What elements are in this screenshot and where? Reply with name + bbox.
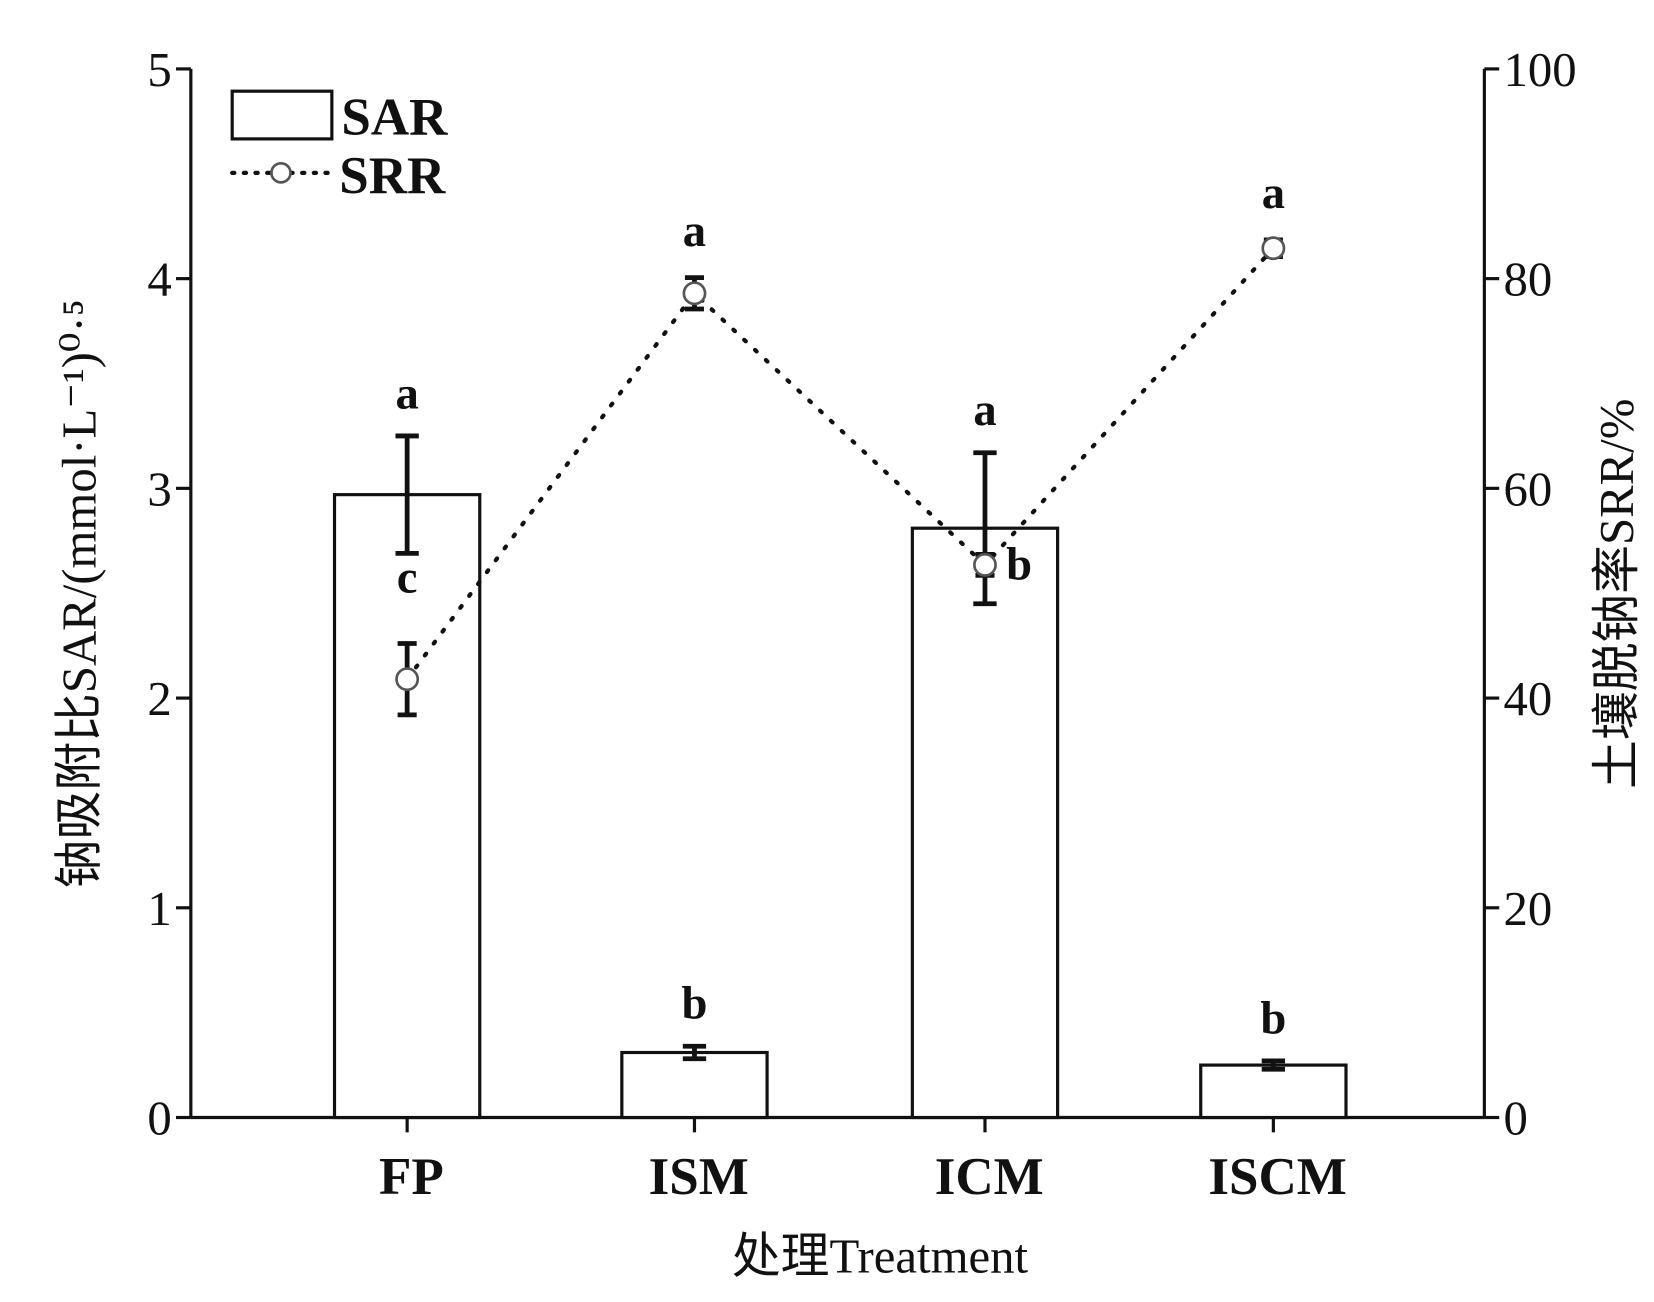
- y-right-tick-label: 100: [1503, 43, 1576, 97]
- sar-error-bar: [1261, 1058, 1286, 1072]
- y-left-tick-label: 1: [147, 882, 171, 936]
- y-right-tick-label: 80: [1503, 253, 1552, 307]
- y-left-tick-label: 3: [147, 462, 171, 516]
- x-tick-label: ISM: [649, 1148, 749, 1206]
- y-right-tick-label: 20: [1503, 882, 1552, 936]
- sar-error-bar: [682, 1043, 707, 1062]
- srr-point: [973, 552, 997, 577]
- y-left-tick-label: 0: [147, 1091, 171, 1145]
- x-tick-label: ICM: [935, 1148, 1044, 1206]
- x-axis-label: 处理Treatment: [732, 1229, 1029, 1283]
- srr-point: [1261, 236, 1286, 261]
- bars: a b a b: [332, 367, 1348, 1120]
- sar-error-bar: [395, 433, 419, 556]
- x-tick-label: ISCM: [1208, 1148, 1346, 1206]
- srr-line: c a b a: [395, 167, 1286, 718]
- sar-bar: [332, 493, 482, 1120]
- y-right-tick-label: 40: [1503, 672, 1552, 726]
- y-axis-right-label: 土壤脱钠率SRR/%: [1590, 399, 1644, 789]
- srr-significance-letter: b: [1006, 539, 1032, 591]
- srr-point: [682, 281, 707, 306]
- y-right-tick-label: 0: [1503, 1091, 1527, 1145]
- sar-bar: [620, 1050, 769, 1120]
- sar-bar: [1199, 1063, 1348, 1120]
- legend-srr-marker: [270, 161, 292, 184]
- y-left-tick-label: 5: [147, 43, 171, 97]
- srr-significance-letter: a: [683, 205, 706, 257]
- sar-significance-letter: a: [973, 384, 996, 436]
- legend-sar-label: SAR: [341, 89, 448, 147]
- legend-sar-swatch: [230, 89, 334, 141]
- srr-series-line: [405, 246, 1276, 682]
- legend-srr-label: SRR: [339, 147, 446, 205]
- y-right-tick-label: 60: [1503, 462, 1552, 516]
- sar-significance-letter: b: [1260, 992, 1286, 1044]
- srr-point: [395, 667, 420, 692]
- x-tick-label: FP: [379, 1148, 444, 1206]
- y-left-tick-label: 4: [147, 253, 171, 307]
- y-left-tick-label: 2: [147, 672, 171, 726]
- srr-significance-letter: c: [397, 552, 418, 604]
- srr-significance-letter: a: [1262, 167, 1285, 219]
- sar-bar: [910, 526, 1060, 1120]
- y-axis-left-label: 钠吸附比SAR/(mmol·L⁻¹)⁰·⁵: [52, 299, 106, 888]
- sar-significance-letter: a: [395, 367, 418, 419]
- legend: SAR SRR: [230, 89, 448, 205]
- sar-error-bar: [973, 450, 997, 607]
- sar-significance-letter: b: [681, 978, 707, 1030]
